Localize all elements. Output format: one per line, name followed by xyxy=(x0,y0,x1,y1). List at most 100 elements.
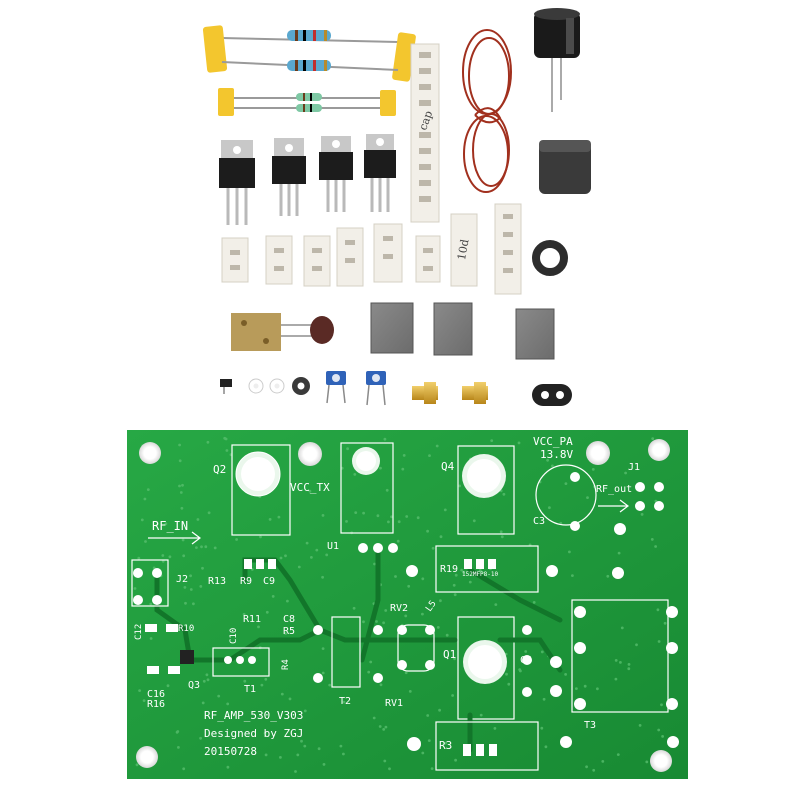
via-dot xyxy=(468,580,472,584)
via-dot xyxy=(431,546,435,550)
via-dot xyxy=(142,699,146,702)
via-dot xyxy=(660,703,663,707)
label-rf-out: RF_out xyxy=(596,484,632,495)
via-dot xyxy=(436,626,440,629)
via-dot xyxy=(308,489,312,493)
via-dot xyxy=(517,441,521,445)
label-c3: C3 xyxy=(533,516,545,527)
via-dot xyxy=(564,482,568,485)
via-dot xyxy=(548,506,551,510)
label-rf-in: RF_IN xyxy=(152,519,188,533)
via-dot xyxy=(297,565,301,569)
label-voltage: 13.8V xyxy=(540,448,573,461)
via-dot xyxy=(235,538,239,541)
via-dot xyxy=(199,736,203,740)
resistor-strip-2 xyxy=(221,60,399,71)
via-dot xyxy=(479,713,483,717)
via-dot xyxy=(458,484,461,488)
via-dot xyxy=(571,574,574,577)
resistor-strip-3 xyxy=(218,88,396,116)
mounting-holes xyxy=(136,439,672,772)
via-dot xyxy=(390,515,393,519)
via-dot xyxy=(168,555,172,559)
label-r4: R4 xyxy=(281,659,291,670)
via-dot xyxy=(472,519,476,523)
label-vcc-tx: VCC_TX xyxy=(290,481,330,494)
via-dot xyxy=(277,515,281,519)
via-dot xyxy=(133,587,137,590)
via-dot xyxy=(346,447,349,451)
via-dot xyxy=(421,751,425,755)
via-dot xyxy=(138,689,142,692)
via-dot xyxy=(181,483,184,487)
via-dot xyxy=(462,570,465,574)
label-r5: R5 xyxy=(283,626,295,637)
via-dot xyxy=(388,767,391,771)
via-dot xyxy=(591,468,595,471)
via-dot xyxy=(226,702,230,706)
via-dot xyxy=(396,539,400,543)
via-dot xyxy=(601,760,605,763)
via-dot xyxy=(201,701,205,705)
via-dot xyxy=(189,588,193,591)
via-dot xyxy=(296,753,300,757)
via-dot xyxy=(384,609,388,612)
via-dot xyxy=(505,672,508,676)
via-dot xyxy=(164,522,168,526)
via-dot xyxy=(180,506,184,510)
transistor-footprints xyxy=(231,442,515,720)
label-t1: T1 xyxy=(244,684,256,695)
via-dot xyxy=(627,667,631,671)
via-dot xyxy=(376,514,380,518)
via-dot xyxy=(654,545,657,548)
via-dot xyxy=(385,488,389,492)
via-dot xyxy=(175,730,179,734)
via-dot xyxy=(443,508,447,512)
via-dot xyxy=(444,741,448,745)
label-r11: R11 xyxy=(243,614,261,625)
via-dot xyxy=(144,540,147,543)
via-dot xyxy=(321,575,324,579)
via-dot xyxy=(383,759,387,763)
via-dot xyxy=(401,467,405,471)
via-dot xyxy=(279,756,282,759)
via-dot xyxy=(657,640,661,643)
via-dot xyxy=(206,678,210,682)
via-dot xyxy=(263,731,267,735)
via-dot xyxy=(645,760,649,764)
via-dot xyxy=(408,690,412,693)
via-dot xyxy=(268,518,272,521)
via-dot xyxy=(206,440,210,444)
via-dot xyxy=(189,574,193,578)
via-dot xyxy=(149,602,153,606)
via-dot xyxy=(661,735,664,738)
via-dot xyxy=(345,520,348,523)
via-dot xyxy=(279,556,283,560)
via-dot xyxy=(258,714,262,717)
loose-parts: cap xyxy=(202,8,591,406)
label-rv1: RV1 xyxy=(385,698,403,709)
via-dot xyxy=(387,520,390,524)
via-dot xyxy=(199,585,203,588)
via-dot xyxy=(315,548,319,552)
via-dot xyxy=(614,659,618,662)
via-dot xyxy=(217,694,221,698)
via-dot xyxy=(524,650,528,653)
label-j1: J1 xyxy=(628,462,640,473)
via-dot xyxy=(182,554,186,558)
label-c4: C4 xyxy=(520,655,532,666)
via-dot xyxy=(161,554,165,557)
copper-wire-coil xyxy=(462,29,512,193)
via-dot xyxy=(383,437,387,441)
via-dot xyxy=(303,709,307,713)
label-c12: C12 xyxy=(134,624,144,640)
via-dot xyxy=(149,637,153,640)
via-dot xyxy=(369,660,373,664)
via-dot xyxy=(532,601,536,604)
via-dot xyxy=(242,612,246,616)
to220-transistors xyxy=(219,134,396,225)
via-dot xyxy=(502,492,506,496)
via-dot xyxy=(225,449,229,452)
via-dot xyxy=(202,679,206,683)
